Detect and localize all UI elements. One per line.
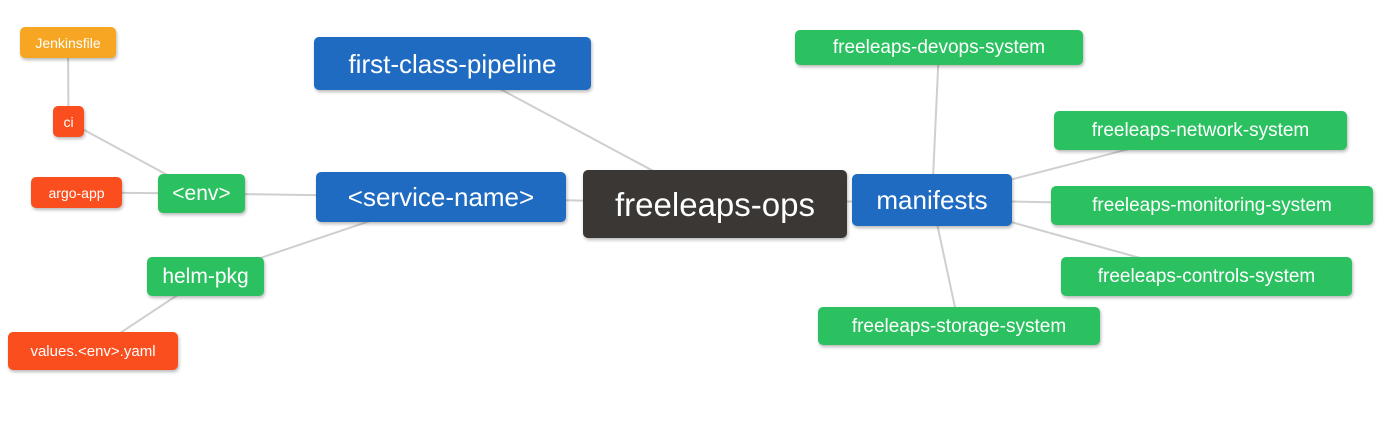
node-jenkinsfile[interactable]: Jenkinsfile xyxy=(20,27,116,58)
node-freeleaps-network-system[interactable]: freeleaps-network-system xyxy=(1054,111,1347,150)
node-ci[interactable]: ci xyxy=(53,106,84,137)
node-service-name[interactable]: <service-name> xyxy=(316,172,566,222)
node-freeleaps-devops-system[interactable]: freeleaps-devops-system xyxy=(795,30,1083,65)
node-env[interactable]: <env> xyxy=(158,174,245,213)
node-manifests[interactable]: manifests xyxy=(852,174,1012,226)
node-freeleaps-monitoring-system[interactable]: freeleaps-monitoring-system xyxy=(1051,186,1373,225)
node-values-env-yaml[interactable]: values.<env>.yaml xyxy=(8,332,178,370)
node-freeleaps-controls-system[interactable]: freeleaps-controls-system xyxy=(1061,257,1352,296)
node-freeleaps-storage-system[interactable]: freeleaps-storage-system xyxy=(818,307,1100,345)
node-freeleaps-ops[interactable]: freeleaps-ops xyxy=(583,170,847,238)
node-helm-pkg[interactable]: helm-pkg xyxy=(147,257,264,296)
node-argo-app[interactable]: argo-app xyxy=(31,177,122,208)
node-first-class-pipeline[interactable]: first-class-pipeline xyxy=(314,37,591,90)
